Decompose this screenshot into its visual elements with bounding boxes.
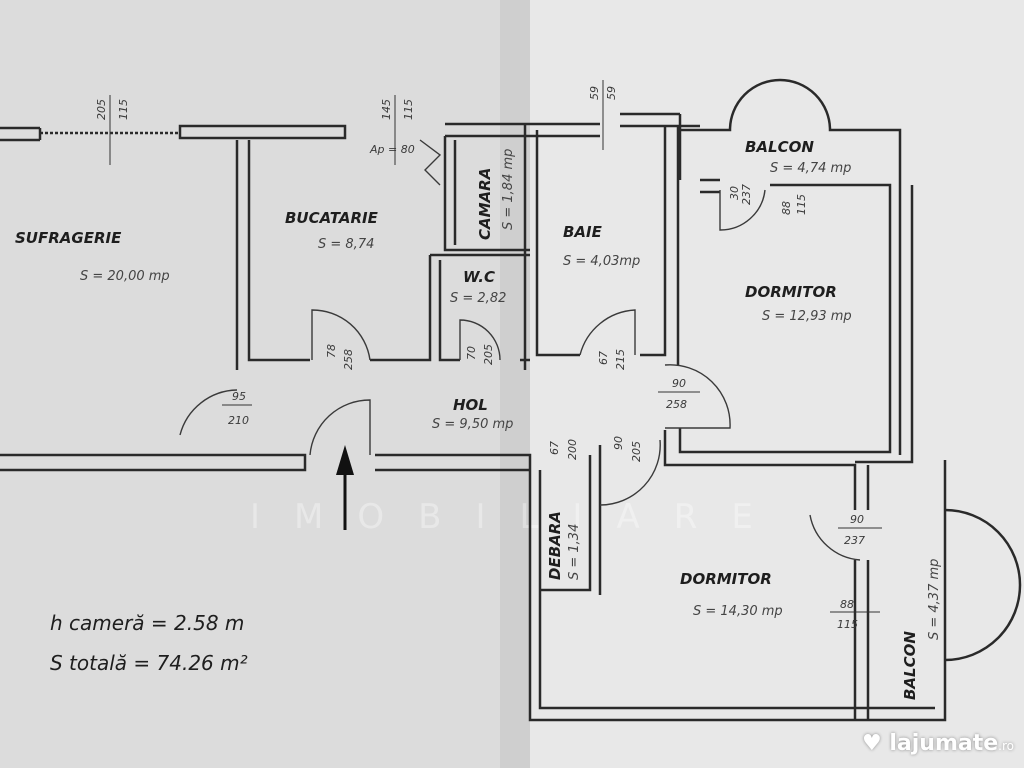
room-height-note: h camerӑ = 2.58 m xyxy=(50,611,244,635)
room-name-bucatarie: BUCATARIE xyxy=(285,209,379,227)
dim-window-sufragerie-height: 115 xyxy=(117,99,130,120)
dim-ap: Ap = 80 xyxy=(369,143,415,156)
dim-window-bucatarie-height: 115 xyxy=(402,99,415,120)
dimension-labels: 205 115 145 115 Ap = 80 59 59 30 237 88 … xyxy=(95,80,882,631)
dim-window-balcon-1-width: 88 xyxy=(780,201,793,215)
heart-icon: ♥ xyxy=(861,731,882,756)
total-area-note: S totalӑ = 74.26 m² xyxy=(50,651,248,675)
dim-door-dormitor-1-height: 258 xyxy=(666,398,687,411)
dim-door-wc-width: 70 xyxy=(465,346,478,360)
room-area-dormitor-1: S = 12,93 mp xyxy=(762,309,852,324)
room-area-debara: S = 1,34 xyxy=(567,524,582,580)
dim-window-bucatarie-width: 145 xyxy=(380,99,393,120)
watermark: IMOBILIARE xyxy=(250,497,787,537)
room-name-hol: HOL xyxy=(453,396,488,414)
dim-door-sufragerie-height: 210 xyxy=(228,414,249,427)
dim-door-sufragerie-width: 95 xyxy=(232,390,246,403)
dim-door-balcon-1-width: 30 xyxy=(728,186,741,200)
dim-door-bucatarie-width: 78 xyxy=(325,344,338,358)
dim-door-baie-height: 215 xyxy=(614,349,627,370)
room-name-dormitor-1: DORMITOR xyxy=(745,283,837,301)
dim-window-baie-width: 59 xyxy=(588,86,601,100)
room-name-dormitor-2: DORMITOR xyxy=(680,570,772,588)
room-area-camara: S = 1,84 mp xyxy=(501,149,516,230)
dim-window-baie-height: 59 xyxy=(605,86,618,100)
dim-door-dormitor-1-width: 90 xyxy=(672,377,686,390)
room-area-balcon-2: S = 4,37 mp xyxy=(927,559,942,640)
room-area-sufragerie: S = 20,00 mp xyxy=(80,269,170,284)
doors xyxy=(179,139,861,561)
dim-door-dormitor-2-height: 205 xyxy=(630,441,643,462)
dim-window-balcon-1-height: 115 xyxy=(795,194,808,215)
room-name-balcon-2: BALCON xyxy=(901,631,919,700)
room-area-bucatarie: S = 8,74 xyxy=(318,237,374,252)
walls xyxy=(0,78,1022,722)
room-area-hol: S = 9,50 mp xyxy=(432,417,513,432)
room-name-sufragerie: SUFRAGERIE xyxy=(15,229,122,247)
room-name-camara: CAMARA xyxy=(476,168,494,240)
room-area-dormitor-2: S = 14,30 mp xyxy=(693,604,783,619)
dim-door-balcon-2-height: 237 xyxy=(844,534,865,547)
lajumate-logo: ♥ lajumate.ro xyxy=(862,731,1014,756)
dim-door-debara-width: 67 xyxy=(548,441,561,455)
dim-window-dormitor-2-height: 115 xyxy=(837,618,858,631)
room-name-balcon-1: BALCON xyxy=(745,138,814,156)
room-area-baie: S = 4,03mp xyxy=(563,254,640,269)
dim-door-wc-height: 205 xyxy=(482,344,495,365)
entry-arrow xyxy=(336,445,354,530)
dim-window-sufragerie-width: 205 xyxy=(95,99,108,120)
dim-door-balcon-1-height: 237 xyxy=(740,184,753,205)
room-area-wc: S = 2,82 xyxy=(450,291,506,306)
logo-name: lajumate xyxy=(889,731,999,756)
room-area-balcon-1: S = 4,74 mp xyxy=(770,161,851,176)
dim-door-dormitor-2-width: 90 xyxy=(612,436,625,450)
room-name-wc: W.C xyxy=(463,268,495,286)
room-name-baie: BAIE xyxy=(563,223,603,241)
room-name-debara: DEBARA xyxy=(546,511,564,580)
dim-door-baie-width: 67 xyxy=(597,351,610,365)
dim-door-debara-height: 200 xyxy=(566,439,579,460)
logo-tld: .ro xyxy=(998,739,1014,753)
dim-door-bucatarie-height: 258 xyxy=(342,349,355,370)
dim-window-dormitor-2-width: 88 xyxy=(840,598,854,611)
dim-door-balcon-2-width: 90 xyxy=(850,513,864,526)
